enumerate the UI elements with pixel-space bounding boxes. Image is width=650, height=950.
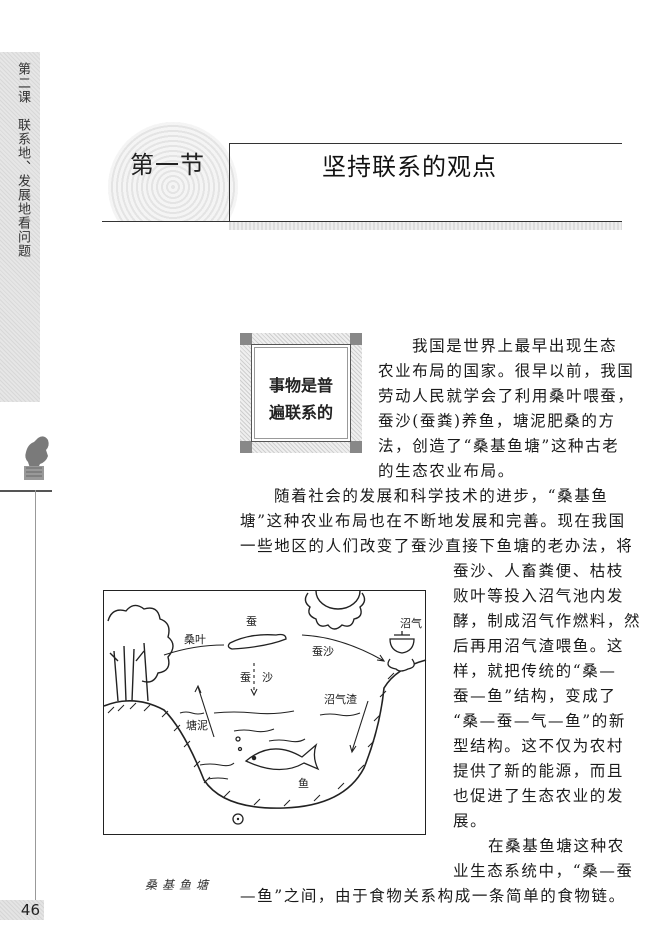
sun-icon <box>304 591 366 630</box>
p2-right-line: 蚕—鱼”结构，变成了 <box>453 687 617 705</box>
label-biogas-residue: 沼气渣 <box>324 693 357 706</box>
p2-right-line: “桑—蚕—气—鱼”的新 <box>453 712 626 730</box>
tree-icon <box>107 604 174 702</box>
label-silkworm: 蚕 <box>246 615 257 628</box>
p2-right-line: 样，就把传统的“桑— <box>453 662 617 680</box>
thinker-statue-icon <box>16 430 56 482</box>
p3-line: —鱼”之间，由于食物关系构成一条简单的食物链。 <box>240 887 626 905</box>
p1-line: 劳动人民就学会了利用桑叶喂蚕， <box>378 387 635 405</box>
p1-line: 我国是世界上最早出现生态 <box>412 337 618 355</box>
page-number-box: 46 <box>0 900 44 920</box>
silkworm-icon <box>227 633 287 650</box>
label-biogas: 沼气 <box>400 617 422 630</box>
section-rule <box>102 221 622 222</box>
p2-right-line: 也促进了生态农业的发 <box>453 787 625 805</box>
biogas-pot-icon <box>387 631 415 672</box>
page-number: 46 <box>20 901 40 919</box>
chapter-label: 第二课 联系地、发展地看问题 <box>15 62 30 258</box>
flow-arrows <box>163 634 386 754</box>
p2-line: 随着社会的发展和科学技术的进步，“桑基鱼 <box>274 487 609 505</box>
p2-line: 一些地区的人们改变了蚕沙直接下鱼塘的老办法，将 <box>240 537 634 555</box>
p3-line: 业生态系统中，“桑—蚕 <box>453 862 634 880</box>
label-silkworm-sand-v1: 蚕 <box>240 671 251 684</box>
label-pond-mud: 塘泥 <box>186 719 208 732</box>
p2-right-line: 酵，制成沼气作燃料，然 <box>453 612 642 630</box>
p2-right-line: 型结构。这不仅为农村 <box>453 737 625 755</box>
diagram-caption: 桑基鱼塘 <box>145 878 214 892</box>
p1-line: 的生态农业布局。 <box>378 462 515 480</box>
water-lines <box>179 710 361 780</box>
fish-icon <box>235 736 320 771</box>
sidebar-divider <box>0 490 52 492</box>
mulberry-fish-pond-diagram: 蚕 桑叶 蚕沙 蚕 沙 沼气 沼气渣 塘泥 鱼 <box>103 590 427 835</box>
label-silkworm-sand: 蚕沙 <box>312 645 334 658</box>
section-title: 坚持联系的观点 <box>322 153 497 181</box>
keypoint-box: 事物是普 遍联系的 <box>240 333 362 453</box>
label-mulberry-leaf: 桑叶 <box>184 633 206 646</box>
section-title-shadow <box>229 222 622 230</box>
p2-right-line: 蚕沙、人畜粪便、枯枝 <box>453 562 625 580</box>
label-fish: 鱼 <box>298 777 309 790</box>
keypoint-line-2: 遍联系的 <box>268 403 333 422</box>
p2-right-line: 提供了新的能源，而且 <box>453 762 625 780</box>
p1-line: 法，创造了“桑基鱼塘”这种古老 <box>378 437 620 455</box>
p2-right-line: 败叶等投入沼气池内发 <box>453 587 625 605</box>
p2-line: 塘”这种农业布局也在不断地发展和完善。现在我国 <box>240 512 626 530</box>
p1-line: 蚕沙(蚕粪)养鱼，塘泥肥桑的方 <box>378 412 616 430</box>
pond-banks <box>104 659 427 809</box>
keypoint-line-1: 事物是普 <box>268 376 333 395</box>
map-marker-icon <box>232 813 244 825</box>
section-title-frame <box>229 143 622 221</box>
sidebar-vertical-rule <box>35 490 36 901</box>
section-medallion-ornament <box>108 122 238 222</box>
chapter-side-tab: 第二课 联系地、发展地看问题 <box>0 52 40 402</box>
p2-right-line: 后再用沼气渣喂鱼。这 <box>453 637 625 655</box>
label-silkworm-sand-v2: 沙 <box>262 671 273 684</box>
p1-line: 农业布局的国家。很早以前，我国 <box>378 362 635 380</box>
p3-line: 在桑基鱼塘这种农 <box>488 837 625 855</box>
p2-right-line: 展。 <box>453 812 488 830</box>
section-number: 第一节 <box>130 151 205 179</box>
